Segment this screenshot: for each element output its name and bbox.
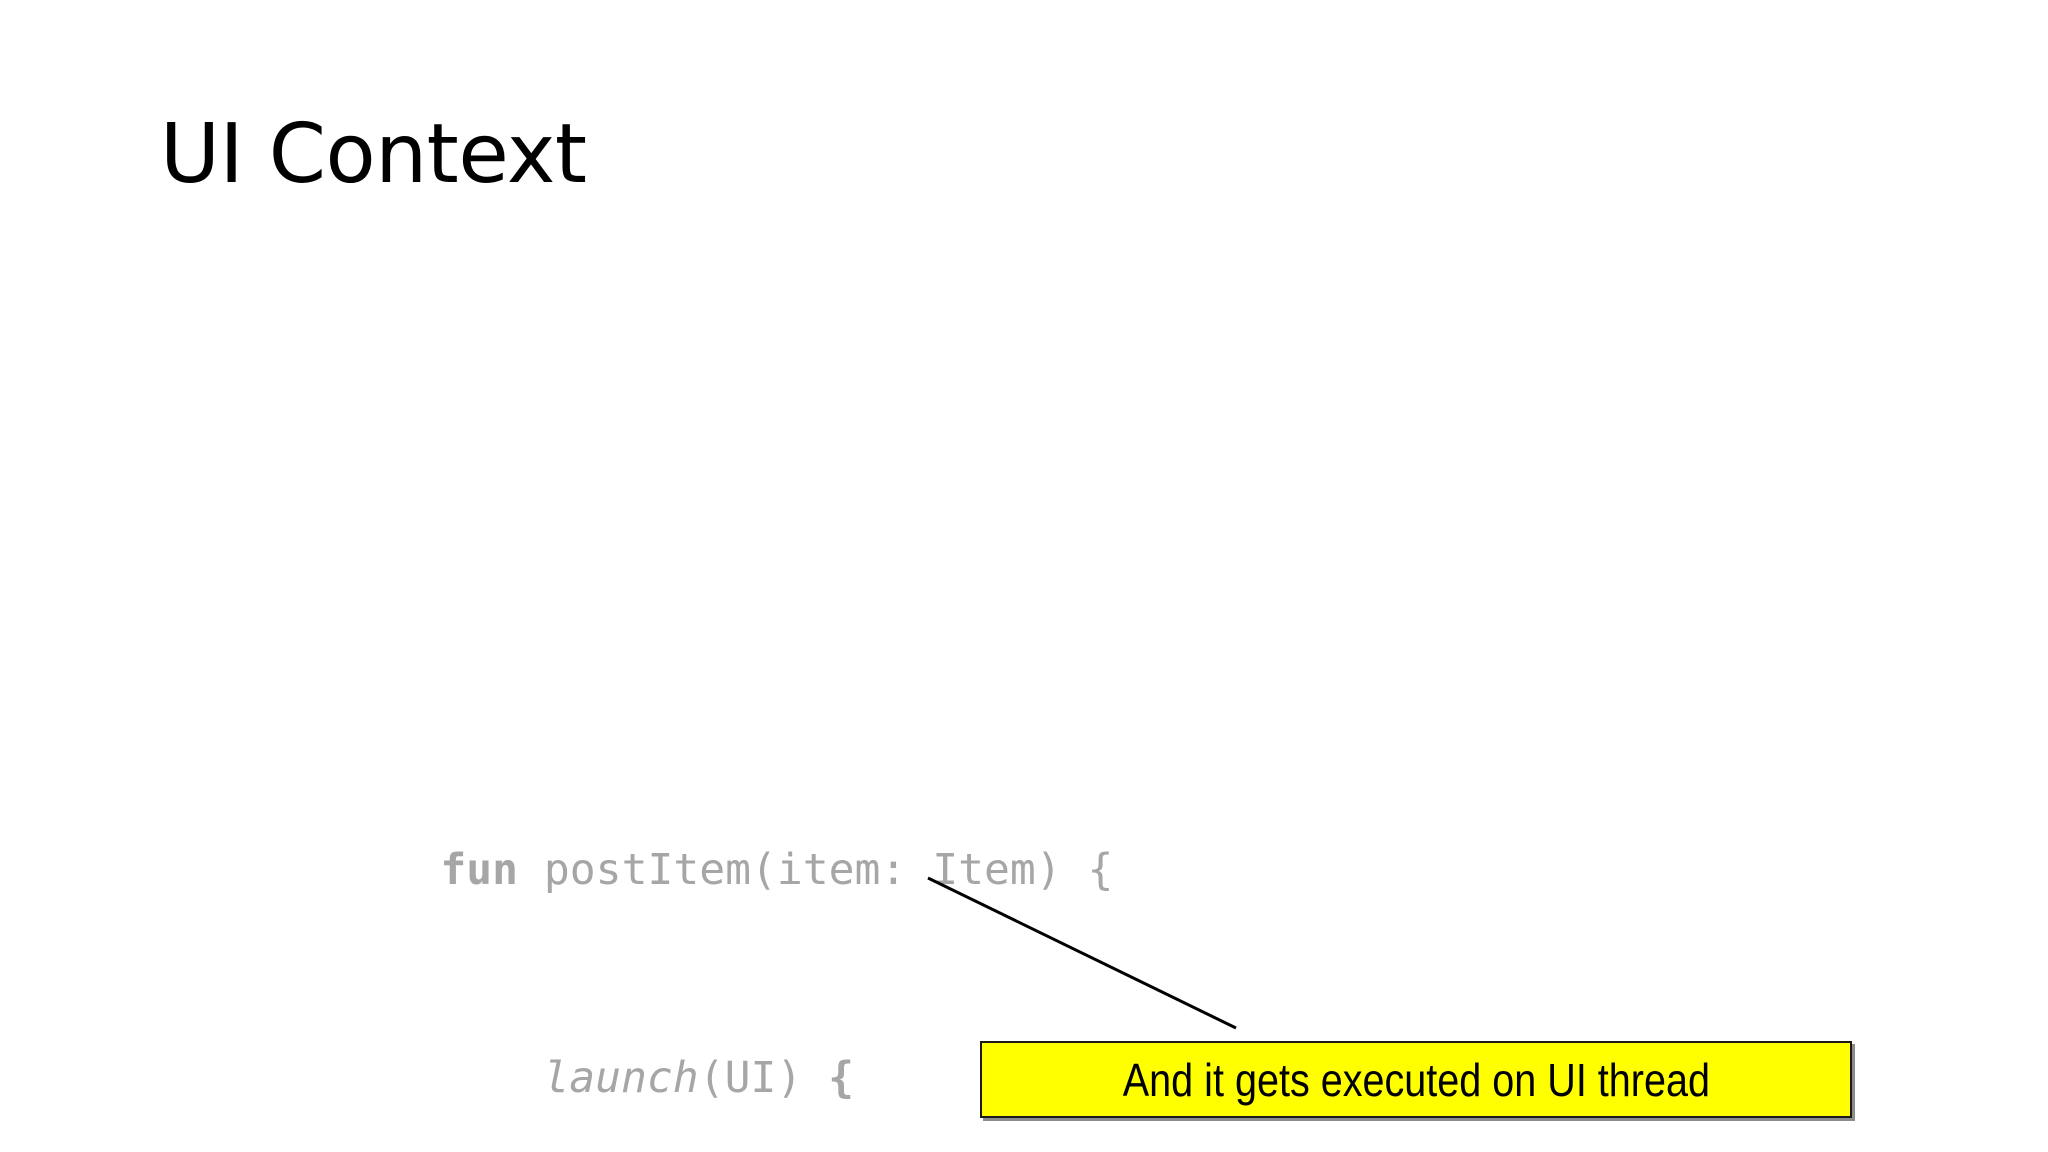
code-token-text: (UI) <box>698 1053 829 1103</box>
code-token-brace: { <box>828 1053 855 1103</box>
code-line: launch(UI) { <box>285 1000 1527 1103</box>
code-token-function: launch <box>543 1053 699 1103</box>
code-token-keyword: fun <box>440 845 519 895</box>
callout-label: And it gets executed on UI thread <box>1122 1053 1710 1106</box>
code-token-text: postItem(item: Item) { <box>518 845 1114 895</box>
page-title: UI Context <box>160 107 587 202</box>
code-block: fun postItem(item: Item) { launch(UI) { … <box>285 636 1527 1152</box>
code-line: fun postItem(item: Item) { <box>285 792 1527 895</box>
callout-box: And it gets executed on UI thread <box>980 1041 1852 1118</box>
